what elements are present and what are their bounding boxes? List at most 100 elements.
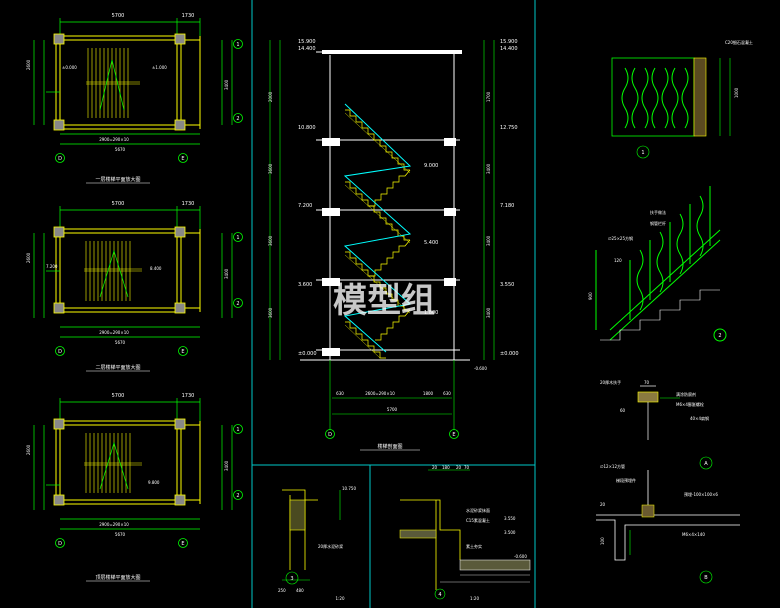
section-dim-bottom-4: 630: [443, 391, 451, 396]
section-dim-left-2: 3600: [268, 163, 273, 174]
detailA-dim-2: 60: [620, 408, 626, 413]
detail-foundation: 20 180 20 70 3.550 3.500 -0.600 水泥砂浆抹面 C…: [399, 465, 531, 601]
detail2-note-2: 钢管栏杆: [650, 220, 666, 226]
plan2-level-b: 8.400: [150, 266, 162, 271]
section-dim-bottom-1: 630: [336, 391, 344, 396]
section-axis-d: D: [328, 432, 332, 438]
plan-top-floor: 5700 1730 9.800 1: [26, 393, 243, 582]
detail1-dim: 1000: [734, 87, 739, 98]
plan1-dim-total: 5670: [115, 147, 126, 152]
plan-second-floor: 5700 1730 7.200 8.400: [26, 201, 243, 372]
section-level-left-5: 3.600: [298, 282, 312, 288]
detailB-dim-2: 100: [600, 537, 605, 545]
detailA-dim-1: 70: [644, 380, 650, 385]
detail2-dim-2: 900: [588, 292, 593, 300]
plan2-axis-2: 2: [236, 301, 239, 307]
detailB-note-3: 预埋-100×100×6: [684, 491, 718, 497]
section-level-right-4: 7.180: [500, 203, 514, 209]
detail4-dim-4: 70: [464, 465, 470, 470]
detail3-level: 10.750: [342, 486, 356, 491]
detail4-dim-3: 20: [456, 465, 462, 470]
plan3-title: 顶层楼梯平面放大图: [95, 574, 140, 581]
plan1-axis-1: 1: [236, 42, 239, 48]
plan2-axis-e: E: [181, 349, 184, 355]
stair-section: 15.900 14.400 10.800 7.200 3.600 ±0.000 …: [268, 39, 519, 451]
plan1-level-b: ±1.000: [152, 65, 167, 70]
panel-borders: [251, 0, 536, 608]
detailB-note-2: 梯段预埋件: [616, 477, 636, 483]
detail4-level-2: 3.500: [504, 530, 516, 535]
section-dim-bottom-2: 2600=290×10: [365, 391, 395, 396]
section-level-right-6: ±0.000: [500, 351, 519, 357]
section-level-left-2: 14.400: [298, 46, 316, 52]
detail3-dim-2: 480: [296, 588, 304, 593]
detail2-label: 2: [718, 333, 721, 339]
section-axis-e: E: [452, 432, 455, 438]
section-title: 楼梯剖面图: [377, 443, 402, 450]
section-level-left-4: 7.200: [298, 203, 312, 209]
watermark-text: 模型组: [333, 281, 435, 321]
section-level-right-1: 15.900: [500, 39, 518, 45]
plan1-axis-2: 2: [236, 116, 239, 122]
detail1-note: C20细石混凝土: [725, 39, 753, 45]
detail2-note-3: ∅25×25方钢: [608, 235, 633, 241]
section-level-mid-1: 9.000: [424, 163, 438, 169]
detail4-note-2: C15素混凝土: [466, 517, 490, 523]
detailB-dim-1: 20: [600, 502, 606, 507]
plan3-dim-top-2: 1730: [182, 393, 195, 399]
plan2-dim-top-1: 5700: [112, 201, 125, 207]
detail4-note-1: 水泥砂浆抹面: [466, 507, 490, 513]
plan2-dim-top-2: 1730: [182, 201, 195, 207]
detail3-label: 3: [290, 576, 293, 582]
section-level-left-3: 10.800: [298, 125, 316, 131]
detail4-level-3: -0.600: [514, 554, 527, 559]
detail3-scale: 1:20: [336, 596, 345, 601]
detail4-dim-2: 180: [442, 465, 450, 470]
plan-first-floor: 5700 1730 ±0.000 ±1.000: [26, 13, 243, 184]
section-level-mid-3: 1.800: [424, 310, 438, 316]
detailA-label: A: [704, 461, 708, 467]
section-level-right-3: 12.750: [500, 125, 518, 131]
detail4-note-3: 素土夯实: [466, 543, 482, 549]
section-dim-right-2: 3400: [486, 163, 491, 174]
railing-detail-2: 扶手做法 钢管栏杆 ∅25×25方钢 120 900 2: [588, 186, 727, 342]
plan1-dim-top-2: 1730: [182, 13, 195, 19]
plan1-title: 一层楼梯平面放大图: [95, 176, 140, 183]
plan1-dim-run: 2900=290×10: [99, 137, 129, 142]
section-level-left-1: 15.900: [298, 39, 316, 45]
detailA-note-3: M6×4膨胀螺栓: [676, 401, 704, 407]
plan1-axis-e: E: [181, 156, 184, 162]
plan3-axis-2: 2: [236, 493, 239, 499]
plan3-level-a: 9.800: [148, 480, 160, 485]
section-ground-level: -0.600: [474, 366, 487, 371]
plan1-dim-top-1: 5700: [112, 13, 125, 19]
plan3-axis-e: E: [181, 541, 184, 547]
plan3-axis-1: 1: [236, 427, 239, 433]
section-dim-left-3: 3600: [268, 235, 273, 246]
detail2-dim-1: 120: [614, 258, 622, 263]
plan1-level-a: ±0.000: [62, 65, 77, 70]
plan3-dim-run: 2900=290×10: [99, 522, 129, 527]
detail2-note-1: 扶手做法: [650, 209, 666, 215]
detail4-label: 4: [438, 592, 441, 598]
section-dim-left-4: 3600: [268, 307, 273, 318]
plan2-axis-1: 1: [236, 235, 239, 241]
detailB-label: B: [704, 575, 708, 581]
plan2-dim-left-1: 2600: [26, 252, 31, 263]
detailA-note-4: 40×4扁钢: [690, 415, 709, 421]
railing-detail-1: C20细石混凝土 1000 1: [611, 39, 753, 159]
section-dim-bottom-3: 1800: [423, 391, 434, 396]
plan2-title: 二层楼梯平面放大图: [95, 364, 140, 371]
railing-detail-b: ∅12×12方管 梯段预埋件 预埋-100×100×6 M6×4×140 20 …: [596, 463, 740, 584]
detailA-note-1: 20厚木扶手: [600, 379, 621, 385]
plan1-dim-left-2: 3400: [224, 79, 229, 90]
section-dim-right-1: 1700: [486, 91, 491, 102]
railing-detail-a: 20厚木扶手 满涂防腐剂 M6×4膨胀螺栓 40×4扁钢 70 60 A: [600, 379, 713, 470]
plan3-axis-d: D: [58, 541, 62, 547]
detail-parapet: 10.750 20厚水泥砂浆 250 480 3 1:20: [278, 486, 356, 601]
section-dim-right-3: 3400: [486, 235, 491, 246]
detail4-scale: 1:20: [470, 596, 479, 601]
plan1-dim-left-1: 2600: [26, 59, 31, 70]
detailB-note-1: ∅12×12方管: [600, 463, 625, 469]
plan3-dim-top-1: 5700: [112, 393, 125, 399]
